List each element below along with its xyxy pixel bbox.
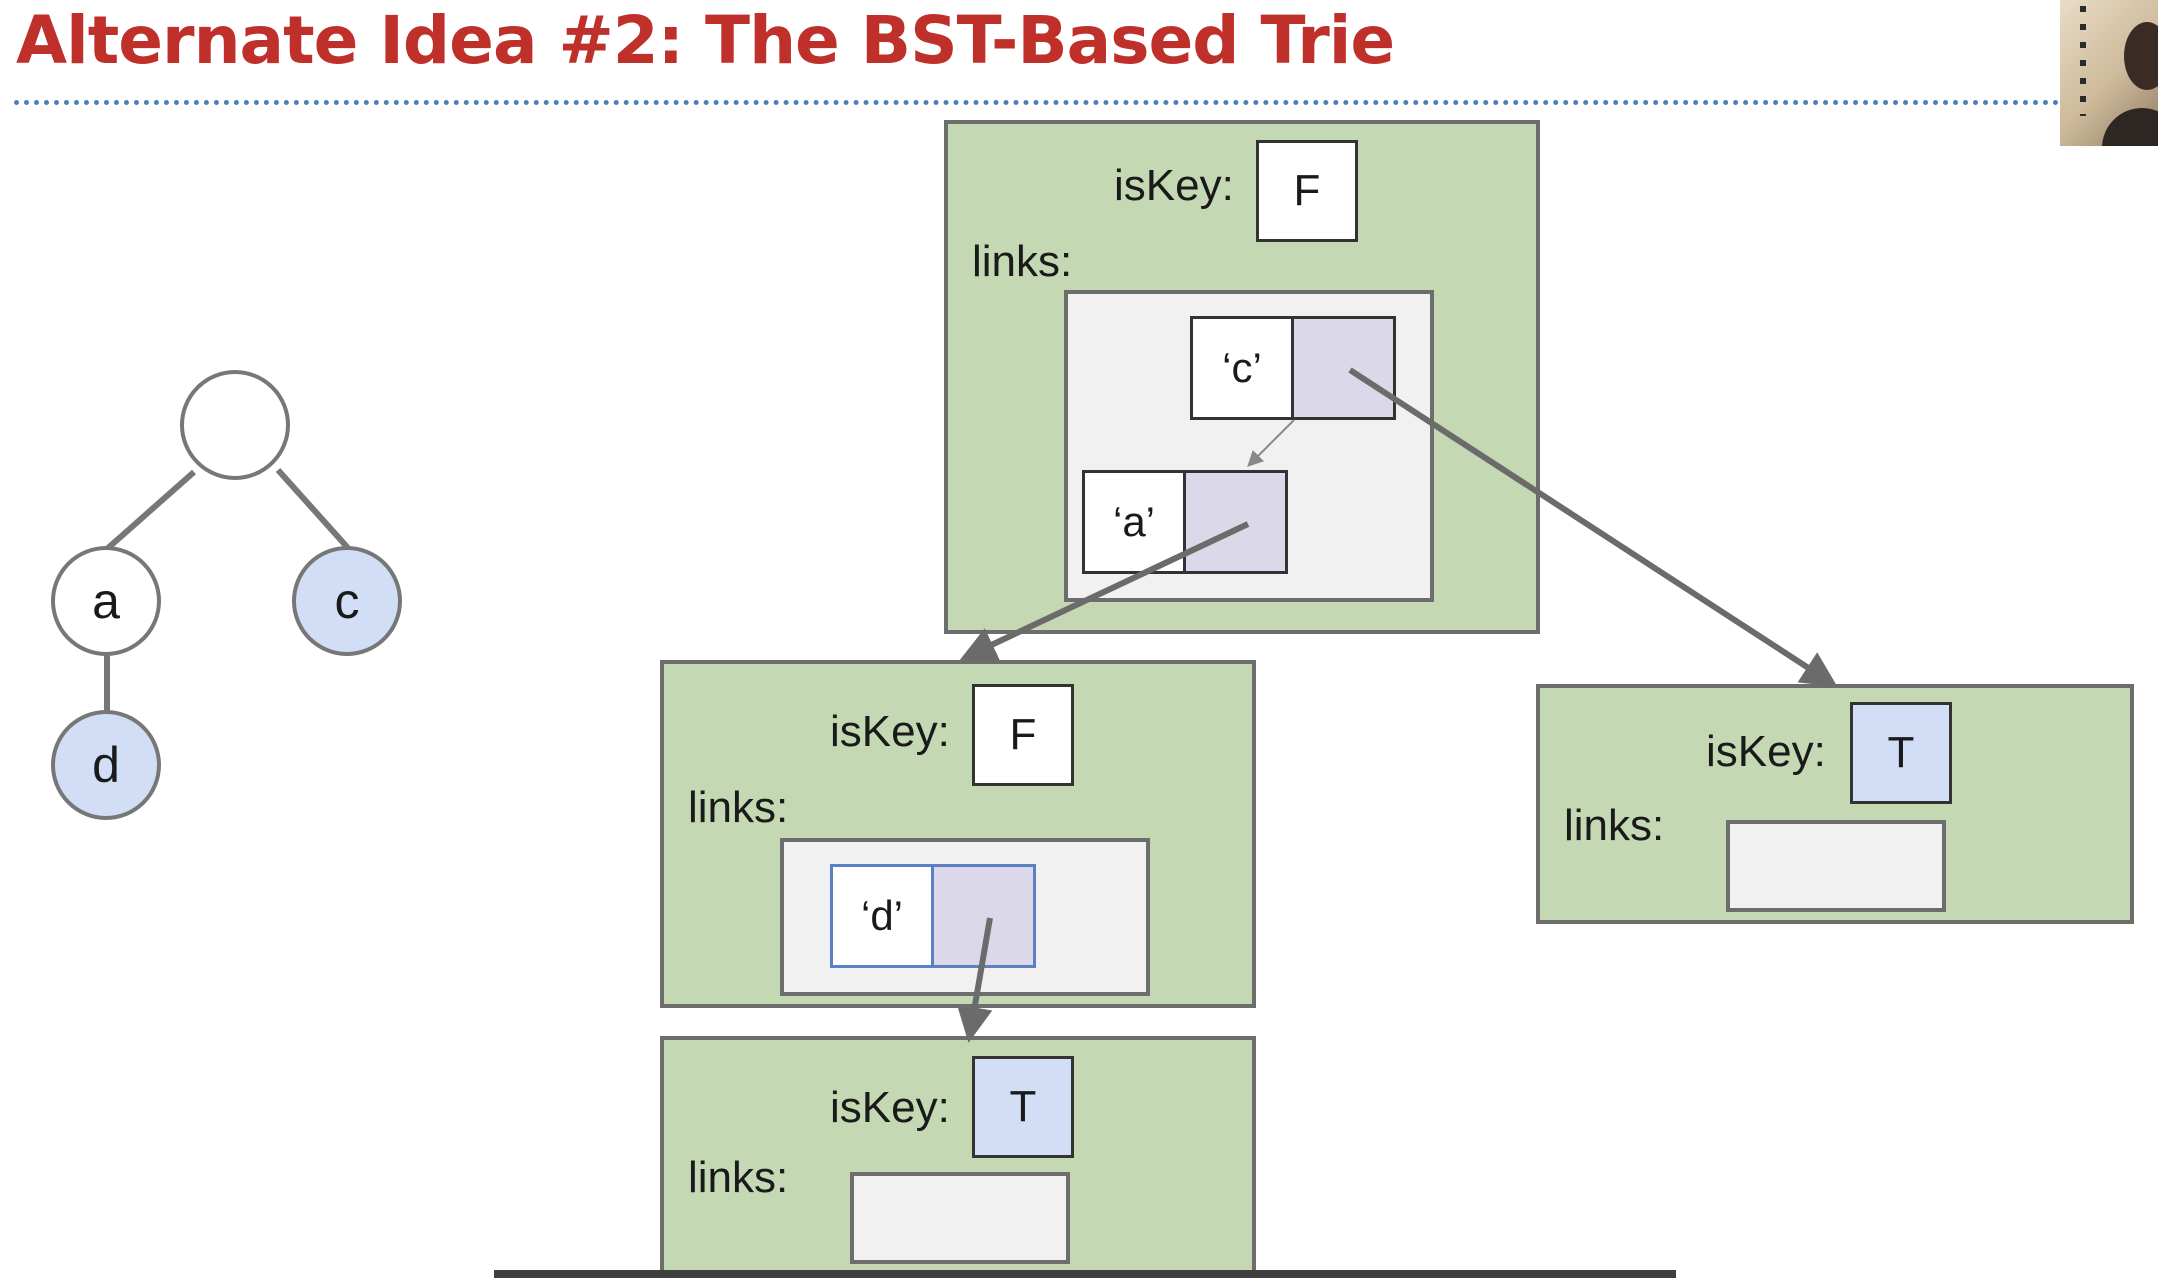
tree-node-a: a — [51, 546, 161, 656]
webcam-background — [2080, 6, 2086, 116]
trie-node-d: isKey: T links: — [660, 1036, 1256, 1278]
tree-edge-root-a — [106, 469, 196, 551]
trie-node-root: isKey: F links: ‘c’ ‘a’ — [944, 120, 1540, 634]
bst-entry-d: ‘d’ — [830, 864, 1036, 968]
presenter-webcam — [2060, 0, 2158, 146]
is-key-label: isKey: — [830, 707, 950, 756]
is-key-label: isKey: — [1706, 727, 1826, 776]
is-key-value: F — [1256, 140, 1358, 242]
presenter-head — [2124, 22, 2158, 90]
video-progress-bar — [494, 1270, 1676, 1278]
links-bst: ‘d’ — [780, 838, 1150, 996]
entry-pointer — [1186, 473, 1285, 571]
title-divider — [14, 100, 2060, 105]
entry-char: ‘a’ — [1085, 473, 1186, 571]
links-label: links: — [688, 1153, 789, 1202]
entry-pointer — [934, 867, 1033, 965]
links-label: links: — [1564, 801, 1665, 850]
is-key-value: F — [972, 684, 1074, 786]
tree-node-root — [180, 370, 290, 480]
tree-node-d: d — [51, 710, 161, 820]
is-key-value: T — [1850, 702, 1952, 804]
trie-node-c: isKey: T links: — [1536, 684, 2134, 924]
entry-char: ‘d’ — [833, 867, 934, 965]
links-bst: ‘c’ ‘a’ — [1064, 290, 1434, 602]
entry-pointer — [1294, 319, 1393, 417]
bst-entry-a: ‘a’ — [1082, 470, 1288, 574]
trie-node-a: isKey: F links: ‘d’ — [660, 660, 1256, 1008]
tree-node-c: c — [292, 546, 402, 656]
links-label: links: — [688, 783, 789, 832]
tree-edge-root-c — [275, 467, 351, 551]
slide-title: Alternate Idea #2: The BST-Based Trie — [16, 2, 1395, 79]
entry-char: ‘c’ — [1193, 319, 1294, 417]
is-key-label: isKey: — [830, 1083, 950, 1132]
is-key-label: isKey: — [1114, 161, 1234, 210]
links-label: links: — [972, 237, 1073, 286]
bst-entry-c: ‘c’ — [1190, 316, 1396, 420]
links-empty — [850, 1172, 1070, 1264]
presenter-shoulder — [2102, 108, 2158, 146]
is-key-value: T — [972, 1056, 1074, 1158]
links-empty — [1726, 820, 1946, 912]
